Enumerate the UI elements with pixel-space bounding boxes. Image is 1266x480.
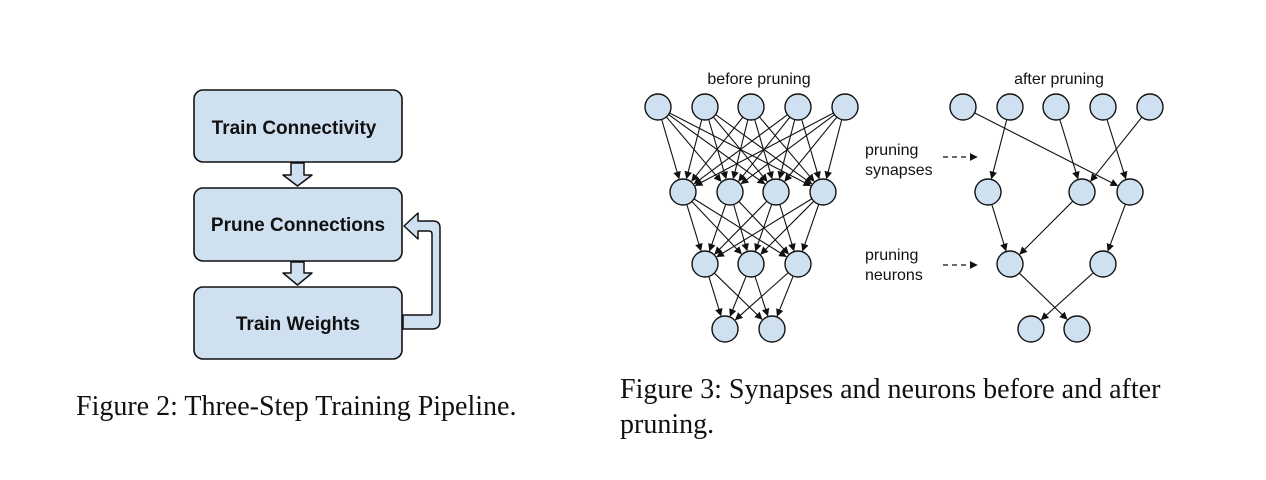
- synapse: [693, 114, 788, 185]
- synapse: [1090, 116, 1143, 182]
- synapse: [714, 200, 768, 255]
- pipeline-diagram: Train Connectivity Prune Connections Tra…: [193, 89, 441, 360]
- synapse: [784, 116, 838, 182]
- neuron: [1063, 315, 1091, 343]
- neuron: [716, 178, 744, 206]
- synapse: [777, 119, 796, 180]
- synapse: [740, 114, 835, 185]
- neuron: [644, 93, 672, 121]
- synapse: [1106, 203, 1126, 252]
- synapse: [716, 198, 813, 258]
- synapse: [1018, 272, 1068, 320]
- neuron: [996, 93, 1024, 121]
- after-network-neurons: [949, 93, 1164, 343]
- synapse: [754, 204, 773, 252]
- annotation-synapses-line2: synapses: [865, 162, 933, 179]
- neuron: [737, 93, 765, 121]
- neuron: [1116, 178, 1144, 206]
- neuron: [1089, 93, 1117, 121]
- before-pruning-title: before pruning: [707, 71, 810, 88]
- figure-3-caption-line2: pruning.: [620, 409, 715, 440]
- synapse: [754, 119, 774, 180]
- annotation-neurons-line1: pruning: [865, 247, 918, 264]
- neuron: [1017, 315, 1045, 343]
- down-arrow-1: [282, 162, 313, 187]
- synapse: [991, 204, 1008, 252]
- neuron: [669, 178, 697, 206]
- synapse: [1019, 200, 1074, 255]
- step-label-train-weights: Train Weights: [236, 314, 360, 335]
- neuron: [1042, 93, 1070, 121]
- synapse: [729, 275, 747, 317]
- annotation-neurons-line2: neurons: [865, 267, 923, 284]
- step-label-prune-connections: Prune Connections: [211, 215, 385, 236]
- synapse: [1059, 119, 1080, 180]
- step-box-prune-connections: [193, 187, 403, 262]
- neuron: [949, 93, 977, 121]
- synapse: [661, 119, 681, 180]
- step-label-train-connectivity: Train Connectivity: [212, 118, 377, 139]
- neuron: [762, 178, 790, 206]
- synapse: [760, 200, 815, 255]
- synapse: [684, 119, 703, 180]
- down-arrow-2: [282, 261, 313, 286]
- synapse: [989, 119, 1008, 180]
- synapse: [708, 204, 727, 252]
- synapse: [694, 112, 834, 186]
- before-network-synapses: [661, 112, 843, 321]
- synapse: [824, 119, 843, 180]
- after-pruning-title: after pruning: [1014, 71, 1104, 88]
- annotation-synapses-line1: pruning: [865, 142, 918, 159]
- step-box-train-connectivity: [193, 89, 403, 163]
- neuron: [758, 315, 786, 343]
- neuron: [1068, 178, 1096, 206]
- neuron: [691, 250, 719, 278]
- synapse: [734, 272, 789, 321]
- synapse: [691, 116, 744, 182]
- neuron: [1136, 93, 1164, 121]
- neuron: [784, 250, 812, 278]
- neuron: [996, 250, 1024, 278]
- neuron: [809, 178, 837, 206]
- synapse: [1040, 272, 1094, 321]
- figure-3-caption-line1: Figure 3: Synapses and neurons before an…: [620, 374, 1161, 405]
- synapse: [801, 204, 820, 252]
- after-network-synapses: [974, 112, 1143, 321]
- before-network-neurons: [644, 93, 859, 343]
- loop-arrow: [402, 212, 441, 330]
- synapse: [708, 276, 723, 317]
- figure-2-caption: Figure 2: Three-Step Training Pipeline.: [76, 391, 517, 422]
- synapse: [691, 201, 742, 255]
- step-box-train-weights: [193, 286, 403, 360]
- synapse: [776, 275, 794, 317]
- neuron: [737, 250, 765, 278]
- neuron: [784, 93, 812, 121]
- neuron: [1089, 250, 1117, 278]
- neuron: [974, 178, 1002, 206]
- neuron: [711, 315, 739, 343]
- neuron: [691, 93, 719, 121]
- synapse: [686, 204, 703, 252]
- neuron: [831, 93, 859, 121]
